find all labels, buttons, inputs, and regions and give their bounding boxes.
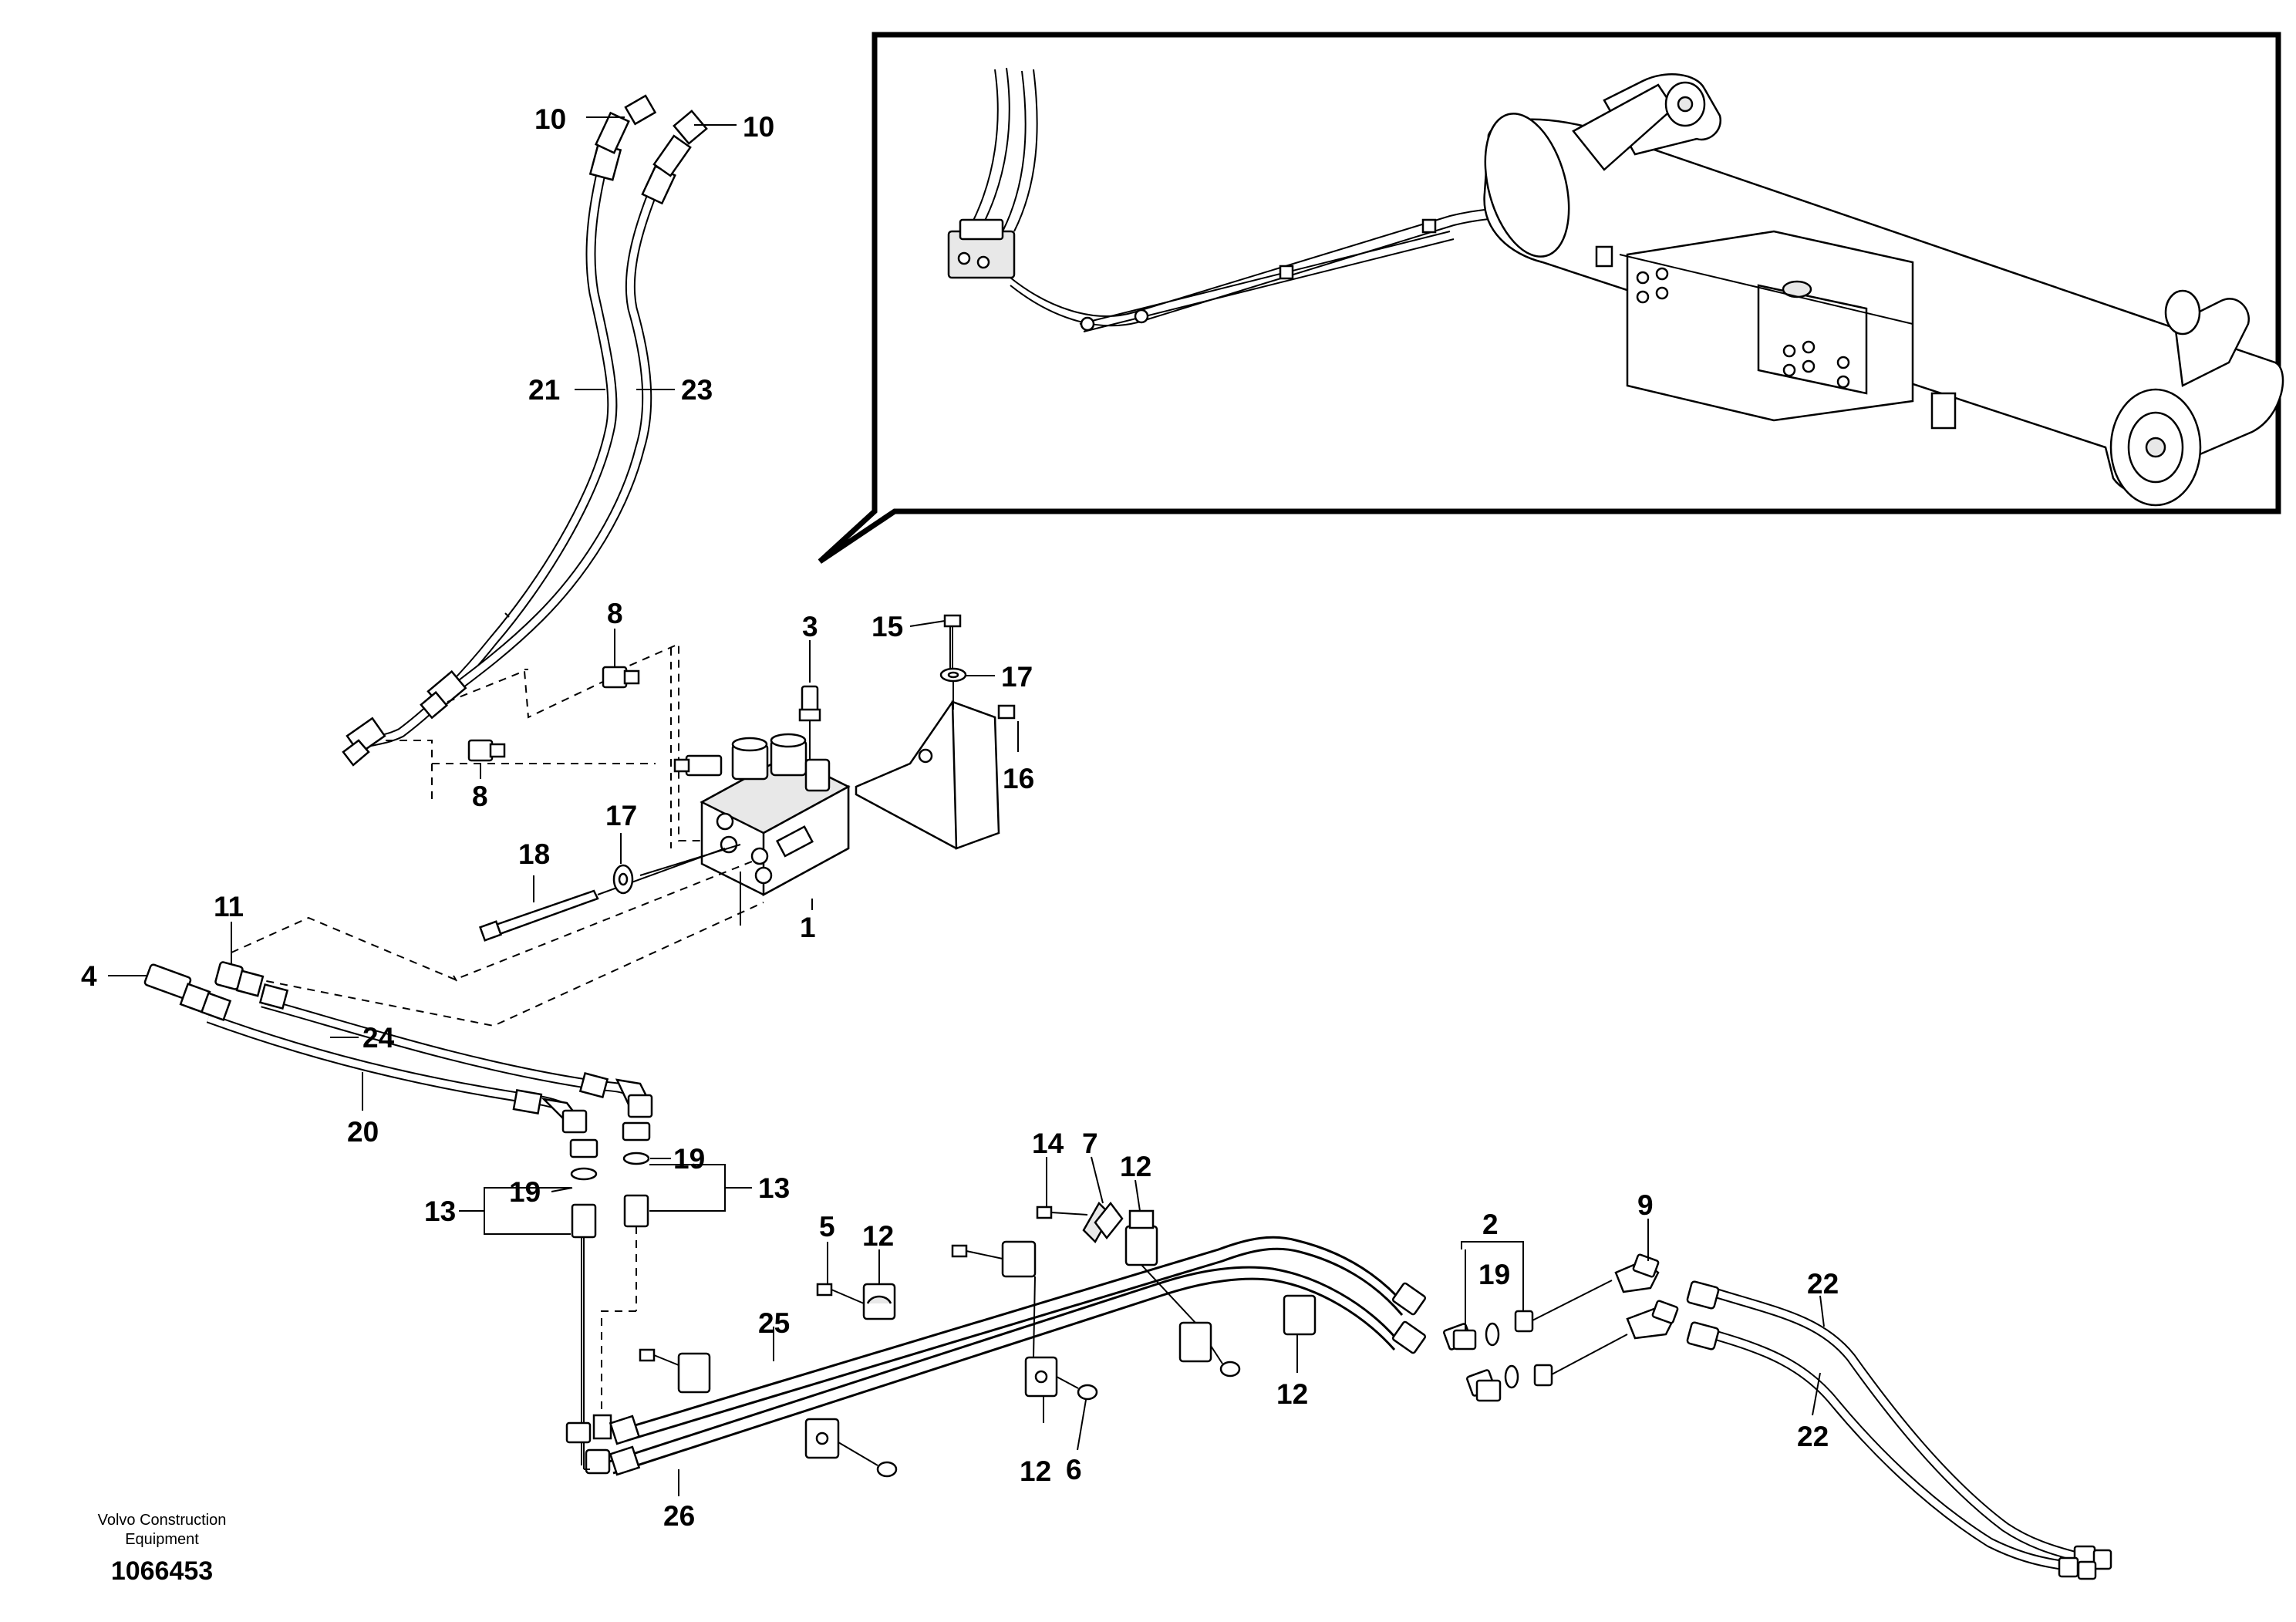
label-5: 5 [819,1211,835,1243]
label-19b: 19 [673,1143,705,1175]
hose-23 [444,183,661,699]
tube-26 [609,1266,1397,1475]
clamp-12-d [1283,1294,1317,1336]
fitting-8-lower [467,739,506,762]
bolt-18 [478,848,726,942]
label-24: 24 [362,1022,395,1054]
label-12d: 12 [1020,1455,1051,1487]
bolt-upper-mid [951,1244,1003,1259]
bolt-lower-left [639,1348,679,1366]
washer-6-a [1077,1384,1098,1401]
clamp-12-a [862,1283,896,1320]
label-18: 18 [518,838,550,870]
label-14: 14 [1032,1128,1064,1159]
tube-25 [616,1236,1405,1444]
elbow-9-lower [1626,1300,1679,1340]
clamp-12-h [804,1418,840,1459]
drawing-number: 1066453 [111,1556,213,1586]
label-23: 23 [681,374,713,406]
clamp-12-f [1178,1321,1212,1363]
label-10a: 10 [534,103,566,135]
label-11: 11 [214,891,244,922]
clamp-12-e [1024,1356,1058,1398]
sensor-3 [798,685,821,760]
label-25: 25 [758,1307,790,1339]
brand-line-2: Equipment [125,1531,199,1548]
fitting-10-right [641,110,708,205]
washer-6-c [876,1461,898,1478]
label-22a: 22 [1807,1268,1839,1300]
tube-elbows [565,1414,641,1476]
label-12c: 12 [1276,1378,1308,1410]
label-12a: 12 [1120,1151,1151,1182]
hose-end-right [420,669,467,720]
hose-22-upper [1711,1286,2084,1563]
leader-lines [108,116,1825,1496]
tube-end-fittings-right [1391,1282,1495,1397]
valve-block-1 [673,733,851,897]
label-12b: 12 [862,1220,894,1252]
label-10b: 10 [743,111,774,143]
label-6: 6 [1066,1454,1082,1485]
brand-line-1: Volvo Construction [98,1512,227,1529]
hose-22-lower [1711,1329,2068,1571]
hose-21 [360,153,618,750]
clamp-12-g [677,1352,711,1394]
fitting-4 [143,963,232,1021]
hose-22-fittings [1686,1280,2112,1580]
label-19c: 19 [1478,1259,1510,1290]
hose-end-left [342,717,386,767]
label-19a: 19 [509,1176,541,1208]
bolt-14 [1036,1206,1088,1219]
label-9: 9 [1637,1189,1654,1221]
label-7: 7 [1082,1128,1098,1159]
label-17a: 17 [1001,661,1033,693]
label-13b: 13 [758,1172,790,1204]
label-13a: 13 [424,1195,456,1227]
bolt-16 [997,704,1016,720]
label-1: 1 [800,912,816,943]
bolt-5 [816,1283,865,1304]
label-15: 15 [872,611,903,642]
dashed-connection-lines-upper [386,642,721,848]
label-8b: 8 [472,781,488,812]
label-8a: 8 [607,598,623,629]
axle-assembly-illustration [947,67,2284,507]
label-4: 4 [81,960,97,992]
fitting-8-upper [602,666,640,689]
fitting-11 [214,961,289,1010]
hose-end-20 [512,1088,588,1134]
label-3: 3 [802,611,818,642]
clamp-12-c [1124,1209,1158,1266]
label-26: 26 [663,1500,695,1532]
inset-callout [818,32,2281,564]
part-labels: 1 2 3 4 5 6 7 8 8 9 10 10 11 12 12 12 12… [81,103,1839,1532]
label-2: 2 [1482,1209,1499,1240]
washer-17-lower [612,864,634,895]
bolt-15 [943,614,962,671]
label-17b: 17 [605,800,637,831]
label-22b: 22 [1797,1421,1829,1452]
bracket [855,700,1000,850]
hose-end-24 [578,1071,653,1118]
washer-17-upper [939,667,967,710]
clamp-12-b [1001,1240,1037,1278]
label-21: 21 [528,374,560,406]
washer-6-b [1219,1361,1241,1378]
brand-block: Volvo Construction Equipment 1066453 [98,1512,227,1586]
hose-24 [261,997,632,1096]
elbow-9-upper [1614,1253,1660,1293]
dashed-connection-lines-middle [231,859,764,1027]
fitting-2-set [1452,1310,1553,1402]
adapter-set-13-right [601,1121,651,1431]
fitting-10-left [588,94,657,181]
label-20: 20 [347,1116,379,1148]
clip-7 [1082,1201,1124,1244]
label-16: 16 [1003,763,1034,794]
